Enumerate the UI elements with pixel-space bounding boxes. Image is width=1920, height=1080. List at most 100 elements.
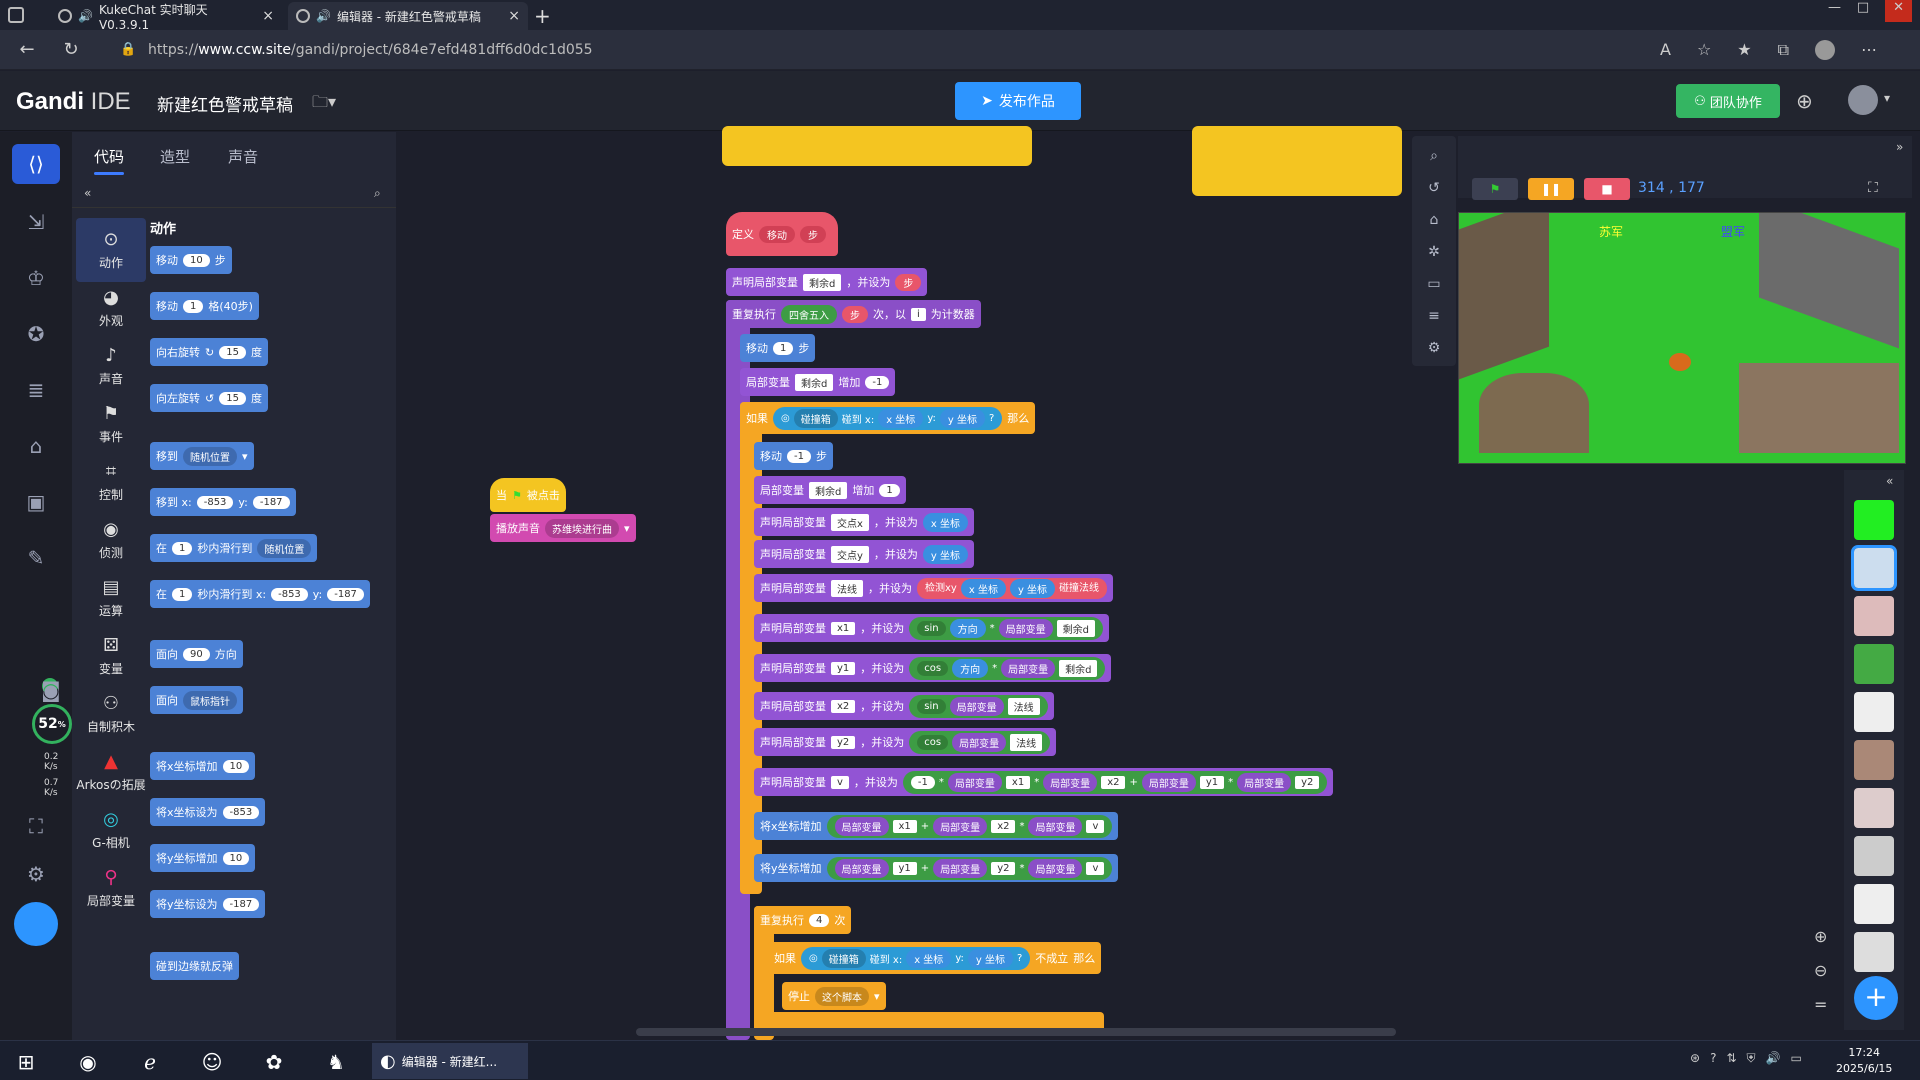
category-variables[interactable]: ⚄变量: [98, 635, 123, 676]
clock[interactable]: 17:24 2025/6/15: [1836, 1046, 1893, 1075]
reload-icon[interactable]: ↻: [63, 39, 79, 60]
close-icon[interactable]: ×: [262, 8, 274, 24]
green-flag-button[interactable]: ⚑: [1472, 178, 1518, 200]
stop-button[interactable]: ■: [1584, 178, 1630, 200]
read-aloud-icon[interactable]: A: [1660, 40, 1671, 59]
debug-bug-icon[interactable]: ✲: [1428, 244, 1440, 260]
search-icon[interactable]: ⌕: [374, 186, 381, 200]
profile-icon[interactable]: [1815, 40, 1836, 60]
robot-icon[interactable]: ⌂: [1429, 212, 1439, 228]
team-collab-button[interactable]: ⚇团队协作: [1676, 84, 1780, 118]
volume-icon[interactable]: 🔊: [1765, 1051, 1781, 1065]
url-field[interactable]: 🔒 https://www.ccw.site/gandi/project/684…: [112, 36, 1662, 64]
document-icon[interactable]: ≡: [1428, 308, 1440, 324]
category-local-vars[interactable]: ⚲局部变量: [86, 867, 135, 908]
app-icon[interactable]: ♞: [327, 1050, 345, 1074]
settings-gear-icon[interactable]: ⚙: [27, 862, 45, 886]
ie-icon[interactable]: ℯ: [144, 1050, 156, 1074]
user-avatar[interactable]: [1848, 85, 1878, 115]
zoom-view-icon[interactable]: ⌕: [1430, 148, 1438, 164]
folder-icon[interactable]: 🗀▾: [312, 92, 337, 111]
tab-costumes[interactable]: 造型: [160, 148, 191, 166]
stage-canvas[interactable]: 苏军 盟军: [1458, 212, 1906, 464]
publish-button[interactable]: ➤发布作品: [955, 82, 1081, 120]
briefcase-icon[interactable]: ⛶: [29, 814, 43, 838]
close-icon[interactable]: ×: [508, 8, 520, 24]
category-operators[interactable]: ▤运算: [98, 577, 123, 618]
close-window-icon[interactable]: ✕: [1885, 0, 1912, 22]
define-block[interactable]: 定义移动步: [726, 212, 838, 256]
notes-icon[interactable]: ✎: [27, 546, 45, 570]
database-icon[interactable]: ≣: [27, 378, 45, 402]
robot-icon[interactable]: ⌂: [29, 434, 43, 458]
collapse-right-icon[interactable]: »: [1896, 140, 1904, 154]
code-workspace[interactable]: 当⚑被点击 播放声音苏维埃进行曲▾ 定义移动步 声明局部变量剩余d，并设为步 重…: [396, 126, 1420, 1040]
back-icon[interactable]: ←: [19, 39, 35, 60]
history-icon[interactable]: ↺: [1428, 180, 1440, 196]
more-icon[interactable]: ⋯: [1861, 40, 1878, 59]
network-icon[interactable]: ⇅: [1726, 1051, 1737, 1065]
tab-sounds[interactable]: 声音: [228, 148, 259, 166]
tab-code[interactable]: 代码: [94, 148, 125, 175]
sprite-thumb[interactable]: [1854, 644, 1894, 684]
chrome-icon[interactable]: ◉: [79, 1050, 97, 1074]
sprite-thumb[interactable]: [1854, 692, 1894, 732]
assistant-avatar[interactable]: [14, 902, 58, 946]
collapse-icon[interactable]: «: [84, 186, 92, 200]
fullscreen-icon[interactable]: ⛶: [1868, 180, 1878, 196]
palette-block-point-towards[interactable]: 面向鼠标指针: [150, 686, 243, 714]
tab-kukechat[interactable]: 🔊 KukeChat 实时聊天 V0.3.9.1 ×: [50, 2, 282, 32]
sprite-thumb[interactable]: [1854, 884, 1894, 924]
palette-block-set-y[interactable]: 将y坐标设为-187: [150, 890, 266, 918]
app-icon[interactable]: ✿: [265, 1050, 283, 1074]
qq-icon[interactable]: ☺: [201, 1050, 223, 1074]
favorite-star-icon[interactable]: ☆: [1696, 40, 1712, 59]
sprite-thumb[interactable]: [1854, 500, 1894, 540]
sprite-thumb[interactable]: [1854, 836, 1894, 876]
sprite-thumb[interactable]: [1854, 740, 1894, 780]
category-motion[interactable]: ⊙动作: [76, 218, 146, 282]
chevron-down-icon[interactable]: ▾: [1884, 91, 1891, 105]
window-menu-icon[interactable]: [8, 7, 24, 23]
language-globe-icon[interactable]: ⊕: [1796, 89, 1813, 113]
camera-icon[interactable]: ◙: [41, 678, 61, 702]
script-partial-top-right[interactable]: [1192, 126, 1402, 196]
stop-block[interactable]: 停止这个脚本▾: [782, 982, 886, 1010]
category-events[interactable]: ⚑事件: [98, 403, 123, 444]
category-sound[interactable]: ♪声音: [98, 345, 123, 386]
display-icon[interactable]: ▭: [1790, 1051, 1802, 1065]
category-sensing[interactable]: ◉侦测: [98, 519, 123, 560]
tray-app-icon[interactable]: ⊛: [1690, 1051, 1701, 1065]
declare-remain[interactable]: 声明局部变量剩余d，并设为步: [726, 268, 928, 296]
project-title[interactable]: 新建红色警戒草稿: [157, 96, 293, 116]
import-icon[interactable]: ⇲: [27, 210, 45, 234]
code-editor-icon[interactable]: ⟨⟩: [12, 144, 60, 184]
maximize-icon[interactable]: □: [1856, 0, 1870, 15]
add-sprite-button[interactable]: +: [1854, 976, 1898, 1020]
category-control[interactable]: ⌗控制: [98, 461, 123, 502]
sprite-thumb[interactable]: [1854, 932, 1894, 972]
horizontal-scrollbar[interactable]: [636, 1028, 1396, 1036]
zoom-reset-icon[interactable]: =: [1814, 995, 1828, 1014]
script-partial-top-left[interactable]: [722, 126, 1032, 166]
